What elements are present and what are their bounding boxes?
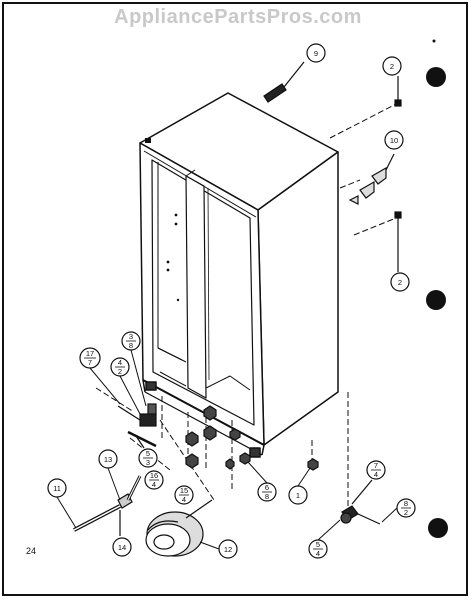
callout-15-4: 154	[174, 485, 194, 505]
part-12-tubing-coil	[145, 499, 213, 557]
callout-4-2: 42	[110, 357, 130, 377]
callout-17-7: 177	[79, 347, 101, 369]
part-2-screw-top	[394, 99, 402, 107]
svg-text:4: 4	[118, 358, 122, 367]
svg-text:2: 2	[404, 508, 408, 517]
callout-connectors	[56, 349, 398, 550]
svg-text:2: 2	[398, 278, 402, 287]
callout-2-top: 2	[382, 56, 402, 76]
svg-text:3: 3	[129, 332, 133, 341]
svg-text:8: 8	[404, 499, 408, 508]
part-9-plug	[263, 61, 305, 103]
callout-3-8: 38	[121, 331, 141, 351]
watermark-text: AppliancePartsPros.com	[114, 6, 362, 28]
callout-14: 14	[112, 537, 132, 557]
svg-text:10: 10	[390, 136, 398, 145]
svg-text:15: 15	[180, 486, 188, 495]
svg-text:12: 12	[224, 545, 232, 554]
binder-hole-bottom	[428, 518, 448, 538]
part-2-screw-right	[394, 211, 402, 219]
part-10-hinge-brackets	[348, 153, 395, 205]
leveling-legs	[185, 405, 319, 471]
svg-text:16: 16	[150, 471, 158, 480]
callout-5-3: 53	[138, 448, 158, 468]
callout-5-4: 54	[308, 539, 328, 559]
callout-bubbles: 9 2 10 2 177 38 42 53 164 154 68 1 74 82…	[47, 43, 416, 559]
callout-16-4: 164	[144, 470, 164, 490]
hardware-parts	[73, 61, 402, 557]
svg-text:1: 1	[296, 491, 300, 500]
callout-7-4: 74	[366, 460, 386, 480]
callout-10: 10	[384, 130, 404, 150]
svg-text:13: 13	[104, 455, 112, 464]
speck	[432, 39, 436, 43]
water-valve-assembly	[117, 403, 157, 449]
binder-hole-middle	[426, 290, 446, 310]
svg-text:11: 11	[53, 484, 61, 493]
callout-2-right: 2	[390, 272, 410, 292]
binder-hole-top	[426, 67, 446, 87]
svg-text:8: 8	[129, 341, 133, 350]
part-11-water-tube	[73, 475, 142, 536]
svg-text:9: 9	[314, 49, 318, 58]
page-number: 24	[26, 546, 37, 556]
callout-13: 13	[98, 449, 118, 469]
svg-text:4: 4	[152, 480, 156, 489]
refrigerator-cabinet	[139, 92, 339, 458]
callout-11: 11	[47, 478, 67, 498]
svg-text:17: 17	[86, 349, 94, 358]
callout-12: 12	[218, 539, 238, 559]
svg-text:8: 8	[265, 492, 269, 501]
callout-8-2: 82	[396, 498, 416, 518]
svg-text:7: 7	[88, 358, 92, 367]
svg-text:3: 3	[146, 458, 150, 467]
svg-text:14: 14	[118, 543, 126, 552]
svg-text:6: 6	[265, 483, 269, 492]
callout-9: 9	[306, 43, 326, 63]
svg-text:4: 4	[374, 470, 378, 479]
svg-text:2: 2	[118, 367, 122, 376]
fitting-parts	[340, 479, 381, 525]
callout-6-8: 68	[257, 482, 277, 502]
callout-1: 1	[288, 485, 308, 505]
svg-text:7: 7	[374, 461, 378, 470]
svg-text:4: 4	[316, 549, 320, 558]
svg-text:5: 5	[146, 449, 150, 458]
svg-text:2: 2	[390, 62, 394, 71]
svg-text:5: 5	[316, 540, 320, 549]
svg-text:4: 4	[182, 495, 186, 504]
diagram-border	[2, 2, 468, 596]
